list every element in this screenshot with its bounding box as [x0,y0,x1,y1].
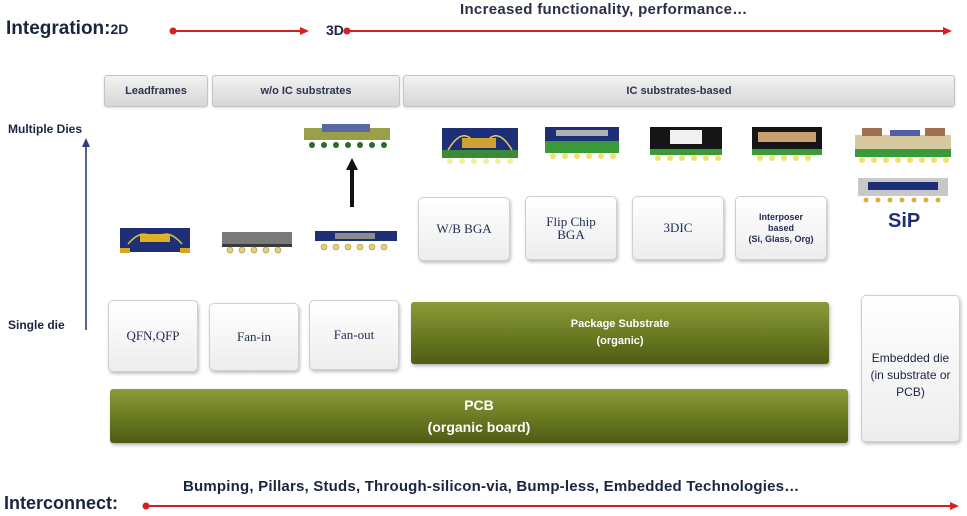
sip-illustration-bottom [858,178,948,203]
interposer-label-1: Interposer [758,211,803,222]
flip-chip-label-1: Flip Chip [546,214,596,229]
package-substrate-sublabel: (organic) [596,335,644,347]
flip-chip-card: Flip Chip BGA [525,196,617,260]
category-wo-substrates: w/o IC substrates [212,75,400,107]
fan-out-stacked-illustration [304,124,390,148]
wb-bga-illustration [442,128,518,164]
integration-arrow-3d [343,27,952,35]
package-substrate-bar: Package Substrate (organic) [411,302,829,364]
flip-chip-label-2: BGA [557,227,585,242]
3dic-label: 3DIC [663,220,693,235]
vertical-axis-arrow [82,138,90,330]
fan-out-label: Fan-out [333,327,375,342]
3dic-illustration [650,127,722,161]
sip-label: SiP [888,210,921,232]
fan-in-card: Fan-in [209,303,299,371]
pcb-label: PCB [464,397,494,413]
embedded-die-label-3: PCB) [896,385,925,399]
qfn-illustration [120,228,190,253]
fan-out-illustration [315,231,397,251]
wb-bga-card: W/B BGA [418,197,510,261]
sip-illustration-top [855,128,951,163]
stage-2d-label: 2D [110,21,129,37]
qfn-card: QFN,QFP [108,300,198,372]
category-leadframes: Leadframes [104,75,208,107]
interposer-label-3: (Si, Glass, Org) [748,233,814,244]
integration-label: Integration:2D [6,18,129,39]
interconnect-label: Interconnect: [4,493,119,513]
package-substrate-label: Package Substrate [570,318,670,330]
interconnect-caption: Bumping, Pillars, Studs, Through-silicon… [183,478,800,495]
fan-out-card: Fan-out [309,300,399,370]
interposer-card: Interposer based (Si, Glass, Org) [735,196,827,260]
top-caption: Increased functionality, performance… [460,1,748,18]
embedded-die-label-1: Embedded die [871,351,950,365]
stage-3d-label: 3D [326,22,344,38]
3dic-card: 3DIC [632,196,724,260]
integration-arrow-2d-3d [169,27,309,35]
interconnect-arrow [142,502,959,510]
fan-in-illustration [222,232,292,254]
axis-single-die-label: Single die [8,318,65,332]
stack-up-arrow [346,158,358,207]
qfn-label: QFN,QFP [126,328,180,343]
category-substrates-based: IC substrates-based [403,75,955,107]
interposer-label-2: based [767,222,794,233]
axis-multiple-dies-label: Multiple Dies [8,122,83,136]
flip-chip-illustration [545,127,619,159]
embedded-die-label-2: (in substrate or [870,368,951,382]
pcb-sublabel: (organic board) [427,419,531,435]
fan-in-label: Fan-in [237,329,271,344]
wb-bga-label: W/B BGA [436,221,492,236]
interposer-illustration [752,127,822,161]
embedded-die-card: Embedded die (in substrate or PCB) [861,295,960,442]
pcb-bar: PCB (organic board) [110,389,848,443]
